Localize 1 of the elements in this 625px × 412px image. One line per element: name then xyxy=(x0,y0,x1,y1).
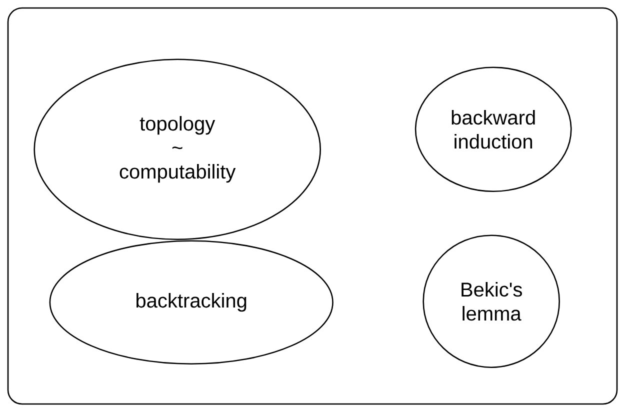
frame-box xyxy=(7,7,618,405)
